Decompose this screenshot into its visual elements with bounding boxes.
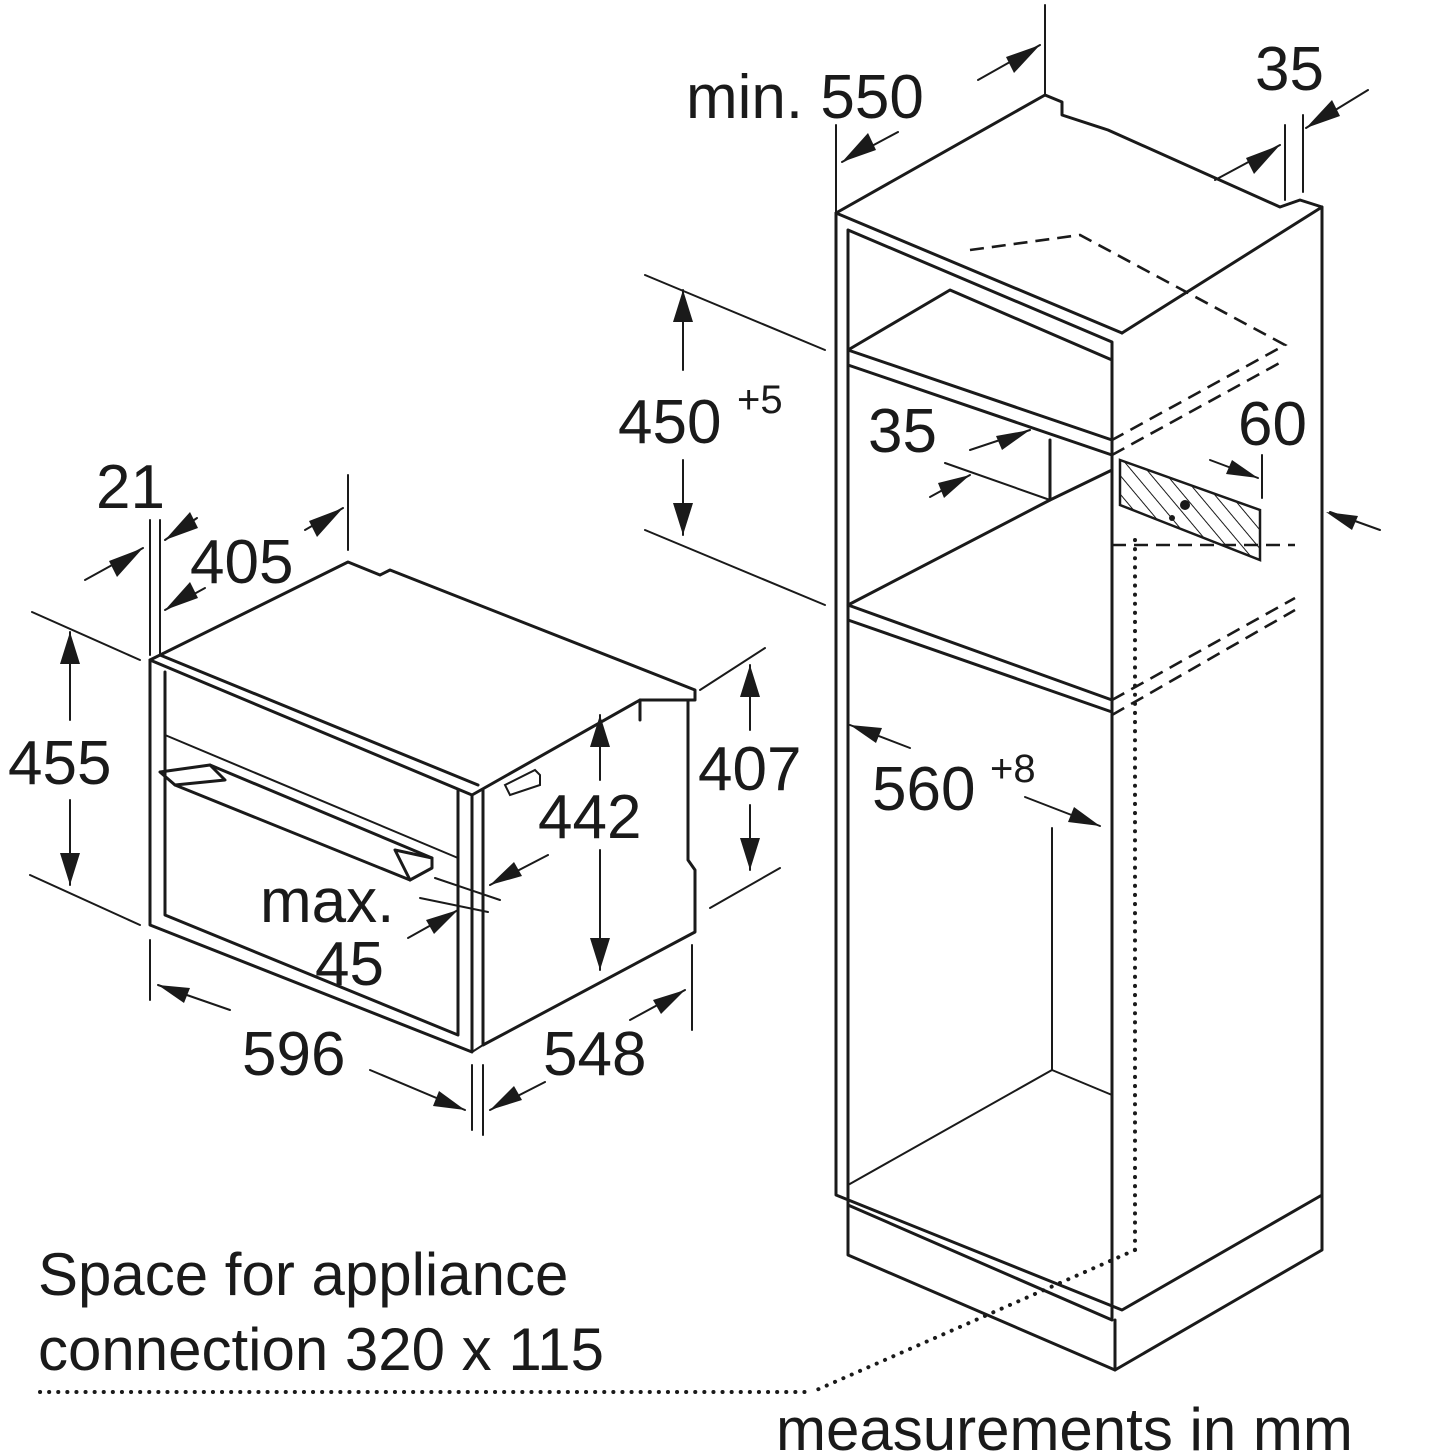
label-niche-width-tol: +8 xyxy=(990,747,1036,791)
label-width: 596 xyxy=(242,1020,345,1089)
label-top-depth: 405 xyxy=(190,528,293,597)
label-niche-width: 560 xyxy=(872,755,975,824)
units-note: measurements in mm xyxy=(776,1396,1353,1456)
label-handle-value: 45 xyxy=(315,930,384,999)
label-front-panel-depth: 21 xyxy=(96,453,165,522)
label-niche-height-tol: +5 xyxy=(737,378,783,422)
label-back-gap: 35 xyxy=(1255,35,1324,104)
label-vent-gap: 35 xyxy=(868,397,937,466)
label-min-depth: min. 550 xyxy=(686,63,924,132)
label-height-total: 455 xyxy=(8,729,111,798)
cabinet-drawing xyxy=(38,4,1381,1394)
connection-note-line2: connection 320 x 115 xyxy=(38,1316,604,1383)
connection-note-line1: Space for appliance xyxy=(38,1241,568,1308)
label-height-inner: 442 xyxy=(538,783,641,852)
label-height-body: 407 xyxy=(698,735,801,804)
label-handle-max: max. xyxy=(260,867,394,936)
label-niche-height: 450 xyxy=(618,388,721,457)
label-depth: 548 xyxy=(543,1020,646,1089)
appliance-drawing xyxy=(29,474,781,1136)
label-vent-depth: 60 xyxy=(1238,390,1307,459)
